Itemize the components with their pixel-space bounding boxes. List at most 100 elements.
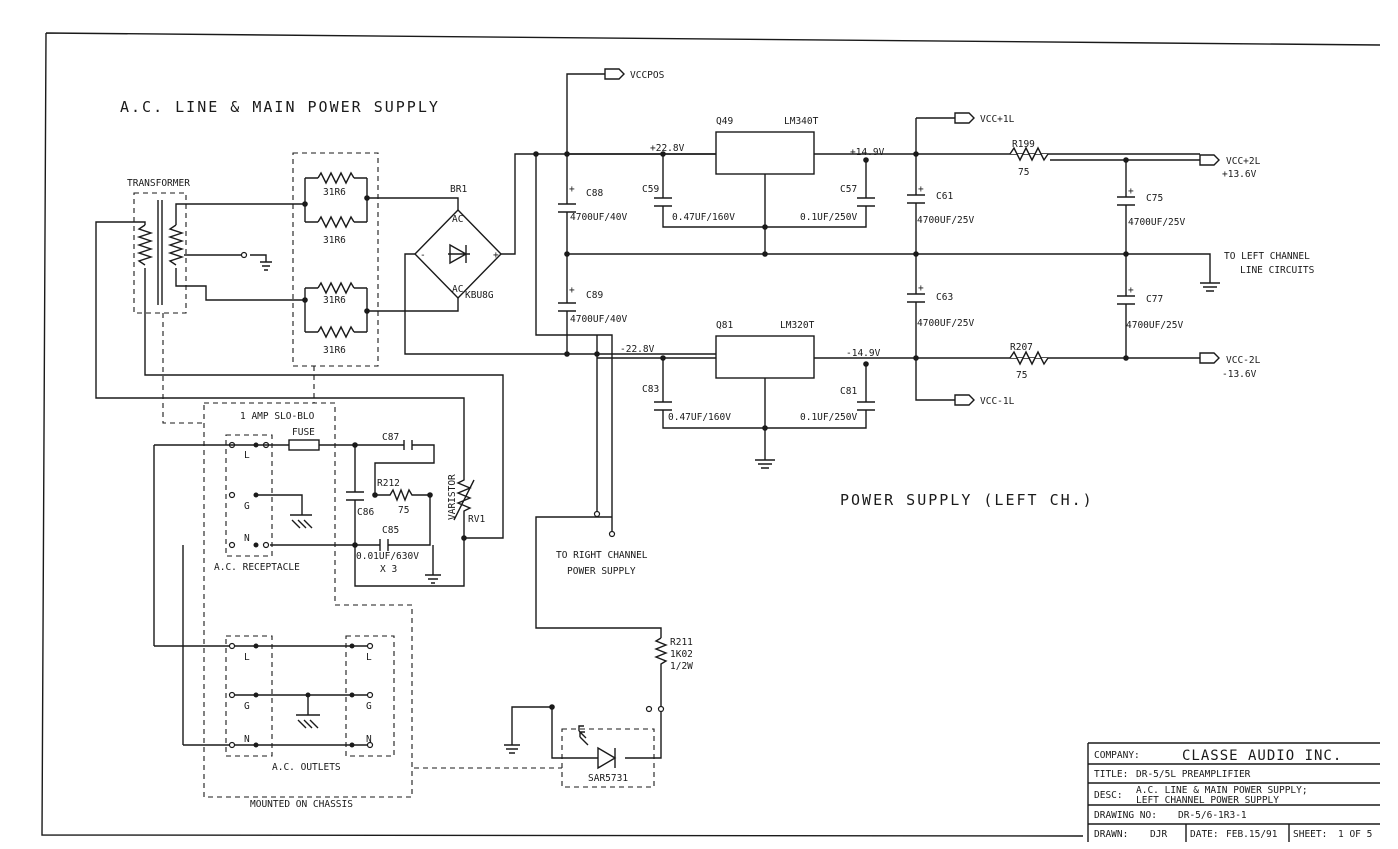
rec-n: N [244,533,250,544]
bridge-ac1: AC [452,214,463,225]
r199-label: R199 [1012,139,1035,150]
r207-value: 75 [1016,370,1027,381]
r-bank2-b: 31R6 [323,345,346,356]
vccm2l-label: VCC-2L [1226,355,1261,366]
varistor-label: VARISTOR [447,474,458,520]
c61-value: 4700UF/25V [917,215,974,226]
date-label: DATE: [1190,829,1219,840]
r199-value: 75 [1018,167,1029,178]
ac-outlets: L G N L G N A.C. OUTLETS MOUNTED ON CHAS… [154,635,395,810]
c81-value: 0.1UF/250V [800,412,857,423]
c87-label: C87 [382,432,399,443]
q81-label: Q81 [716,320,733,331]
out-n1: N [244,734,250,745]
r211-power: 1/2W [670,661,693,672]
v-neg-in: -22.8V [620,344,655,355]
svg-text:+: + [1128,285,1134,296]
drawn-label: DRAWN: [1094,829,1128,840]
ac-input: 1 AMP SLO-BLO FUSE L G N A.C. RECEPTACLE… [153,313,485,798]
drawing-label: DRAWING NO: [1094,810,1157,821]
to-right-1: TO RIGHT CHANNEL [556,550,648,561]
bridge-ac2: AC [452,284,463,295]
c59-label: C59 [642,184,659,195]
bridge-rectifier: BR1 AC AC - + KBU8G [367,153,780,355]
v-pos-out: +14.9V [850,147,885,158]
company-name: CLASSE AUDIO INC. [1182,748,1342,764]
vcc2l-label: VCC+2L [1226,156,1261,167]
rec-l: L [244,450,250,461]
left-channel-title: POWER SUPPLY (LEFT CH.) [840,491,1094,509]
c61-label: C61 [936,191,953,202]
chassis-label: MOUNTED ON CHASSIS [250,799,353,810]
main-title: A.C. LINE & MAIN POWER SUPPLY [120,98,440,116]
r212-label: R212 [377,478,400,489]
c63-label: C63 [936,292,953,303]
negative-regulator: Q81 LM320T -22.8V -14.9V C83 0.47UF/160V… [597,320,1200,469]
c77-label: C77 [1146,294,1163,305]
vcc1l-label: VCC+1L [980,114,1015,125]
svg-text:+: + [918,283,924,294]
sheet-label: SHEET: [1293,829,1327,840]
transformer-label: TRANSFORMER [127,178,190,189]
bridge-plus: + [493,250,499,261]
to-left-2: LINE CIRCUITS [1240,265,1315,276]
desc-label: DESC: [1094,790,1123,801]
outlets-label: A.C. OUTLETS [272,762,341,773]
r212-value: 75 [398,505,409,516]
drawn-value: DJR [1150,829,1167,840]
svg-text:+: + [569,184,575,195]
v-neg-out: -14.9V [846,348,881,359]
c89-label: C89 [586,290,603,301]
cap-qty: X 3 [380,564,397,575]
fuse [288,439,320,451]
out-l1: L [244,652,250,663]
out-l2: L [366,652,372,663]
sheet-border [41,32,1381,837]
svg-text:+: + [918,184,924,195]
output-filter: + + VCC+1L VCC-1L C61 4700UF/25V C63 4700… [907,112,1315,407]
vccm1l-label: VCC-1L [980,396,1015,407]
desc-line2: LEFT CHANNEL POWER SUPPLY [1136,795,1279,806]
kbu-label: KBU8G [465,290,494,301]
r-bank1-b: 31R6 [323,235,346,246]
vccpos-label: VCCPOS [630,70,665,81]
c85-label: C85 [382,525,399,536]
r-bank2-a: 31R6 [323,295,346,306]
positive-regulator: Q49 LM340T +22.8V +14.9V C59 0.47UF/160V… [567,116,1200,257]
sheet-value: 1 OF 5 [1338,829,1372,840]
vccm2l-voltage: -13.6V [1222,369,1257,380]
title-label: TITLE: [1094,769,1128,780]
resistor-bank: 31R6 31R6 31R6 31R6 [292,152,379,367]
drawing-value: DR-5/6-1R3-1 [1178,810,1247,821]
to-left-1: TO LEFT CHANNEL [1224,251,1310,262]
v-pos-in: +22.8V [650,143,685,154]
out-g1: G [244,701,250,712]
c59-value: 0.47UF/160V [672,212,735,223]
r-bank1-a: 31R6 [323,187,346,198]
cap-value: 0.01UF/630V [356,551,419,562]
title-value: DR-5/5L PREAMPLIFIER [1136,769,1251,780]
c89-value: 4700UF/40V [570,314,627,325]
sar-circuit: R211 1K02 1/2W SAR5731 [414,516,693,788]
q49-label: Q49 [716,116,733,127]
lm340-label: LM340T [784,116,819,127]
rec-g: G [244,501,250,512]
br1-label: BR1 [450,184,467,195]
out-g2: G [366,701,372,712]
c57-value: 0.1UF/250V [800,212,857,223]
r207-label: R207 [1010,342,1033,353]
vcc2l-voltage: +13.6V [1222,169,1257,180]
c88-value: 4700UF/40V [570,212,627,223]
c81-label: C81 [840,386,857,397]
bridge-minus: - [420,250,426,261]
sar-label: SAR5731 [588,773,628,784]
receptacle-label: A.C. RECEPTACLE [214,562,300,573]
r211-label: R211 [670,637,693,648]
fuse-label: FUSE [292,427,315,438]
company-label: COMPANY: [1094,750,1140,761]
date-value: FEB.15/91 [1226,829,1278,840]
rv1-label: RV1 [468,514,485,525]
c83-value: 0.47UF/160V [668,412,731,423]
c63-value: 4700UF/25V [917,318,974,329]
c83-label: C83 [642,384,659,395]
